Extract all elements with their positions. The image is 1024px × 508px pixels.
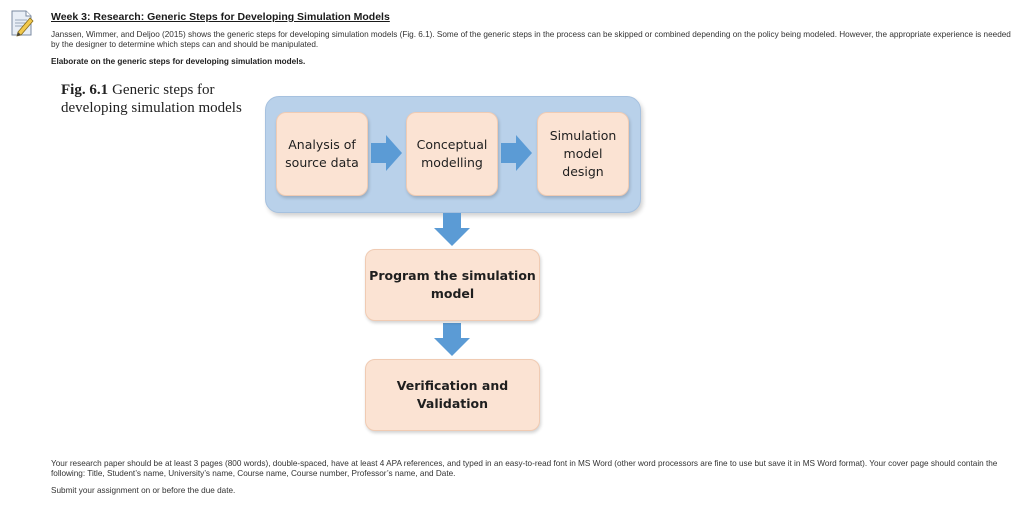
assignment-document-icon	[11, 10, 34, 37]
step-label-line: Analysis of	[288, 137, 356, 152]
step-verification-and-validation: Verification and Validation	[365, 359, 540, 431]
step-label-line: model	[563, 146, 603, 161]
step-conceptual-modelling: Conceptual modelling	[406, 112, 498, 196]
submission-note: Submit your assignment on or before the …	[51, 486, 236, 495]
down-arrow-icon	[434, 323, 470, 356]
step-program-simulation-model: Program the simulation model	[365, 249, 540, 321]
assignment-intro: Janssen, Wimmer, and Deljoo (2015) shows…	[51, 30, 1011, 49]
figure-number: Fig. 6.1	[61, 82, 109, 98]
step-label-line: modelling	[421, 155, 483, 170]
step-simulation-model-design: Simulation model design	[537, 112, 629, 196]
step-label-line: design	[562, 164, 604, 179]
figure-caption-text: Generic steps for developing simulation …	[61, 82, 242, 116]
assignment-title: Week 3: Research: Generic Steps for Deve…	[51, 11, 390, 23]
step-label-line: Verification and	[396, 378, 509, 393]
step-label-line: source data	[285, 155, 359, 170]
step-label-line: model	[430, 286, 475, 301]
assignment-instruction: Elaborate on the generic steps for devel…	[51, 57, 306, 66]
step-label-line: Program the simulation	[369, 268, 536, 283]
step-label-line: Conceptual	[416, 137, 488, 152]
step-label-line: Simulation	[549, 128, 617, 143]
down-arrow-icon	[434, 213, 470, 246]
paper-requirements: Your research paper should be at least 3…	[51, 459, 998, 478]
step-analysis-of-source-data: Analysis of source data	[276, 112, 368, 196]
step-label-line: Validation	[416, 396, 489, 411]
